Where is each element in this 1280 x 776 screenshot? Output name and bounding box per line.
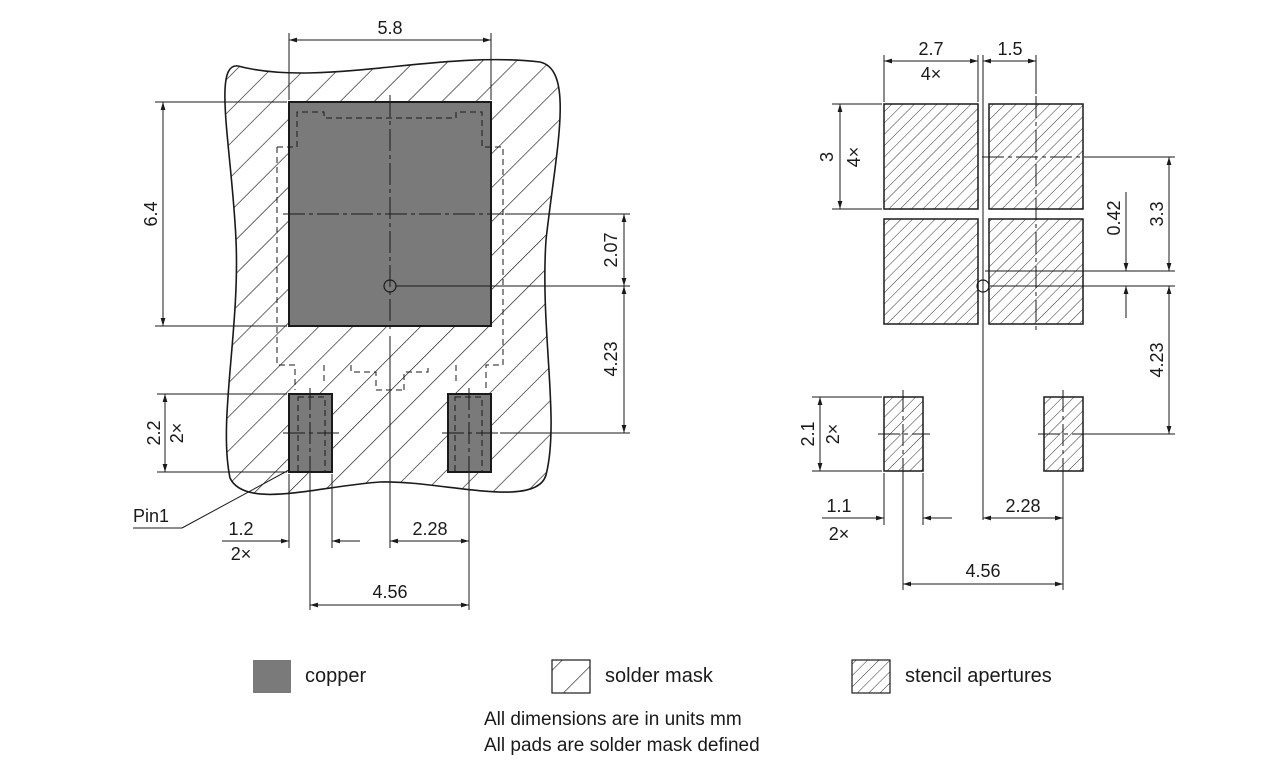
solder-mask-note: All pads are solder mask defined <box>484 735 760 756</box>
pin1-leader <box>133 469 290 529</box>
dim-stencil-pin-pitch: 4.56 <box>965 561 1000 581</box>
dim-stencil-pin-width: 1.1 <box>826 496 851 516</box>
dim-aperture-width-count: 4× <box>921 64 942 84</box>
dim-body-width: 5.8 <box>377 18 402 38</box>
stencil-aperture <box>883 103 979 210</box>
dim-aperture-gap: 0.42 <box>1104 200 1124 235</box>
dim-pin-height: 2.2 <box>144 420 164 445</box>
stencil-center-lines <box>878 96 1090 478</box>
dim-aperture-offset: 1.5 <box>997 39 1022 59</box>
dim-aperture-height: 3 <box>817 152 837 162</box>
center-lines <box>283 95 503 478</box>
legend-stencil-swatch <box>851 659 891 694</box>
pin1-label: Pin1 <box>133 506 169 526</box>
dim-aperture-height-count: 4× <box>844 147 864 168</box>
legend <box>253 659 891 694</box>
legend-copper-label: copper <box>305 665 367 687</box>
dim-pin-width: 1.2 <box>228 519 253 539</box>
dim-stencil-pin-width-count: 2× <box>829 524 850 544</box>
dim-pin-height-count: 2× <box>167 423 187 444</box>
legend-solder-mask-label: solder mask <box>605 665 713 687</box>
stencil-aperture <box>883 218 979 325</box>
dim-stencil-pin-half-pitch: 2.28 <box>1005 496 1040 516</box>
dim-pad-to-center: 2.07 <box>601 232 621 267</box>
dim-stencil-pin-height-count: 2× <box>823 424 843 445</box>
legend-copper-swatch <box>253 660 291 693</box>
footprint-view: 5.8 6.4 2.07 4.23 2.2 2× <box>133 18 630 610</box>
legend-stencil-label: stencil apertures <box>905 665 1052 687</box>
dim-pin-half-pitch: 2.28 <box>412 519 447 539</box>
dim-stencil-center-to-pin: 4.23 <box>1147 342 1167 377</box>
dim-stencil-pin-height: 2.1 <box>798 421 818 446</box>
dim-vertical-offset: 3.3 <box>1147 201 1167 226</box>
dim-pin-pitch: 4.56 <box>372 582 407 602</box>
dim-aperture-width: 2.7 <box>918 39 943 59</box>
legend-solder-mask-swatch <box>551 659 591 694</box>
dim-pin-width-count: 2× <box>231 544 252 564</box>
dim-pad-height: 6.4 <box>141 201 161 226</box>
units-note: All dimensions are in units mm <box>484 709 742 730</box>
dim-center-to-pin: 4.23 <box>601 341 621 376</box>
stencil-view: 2.7 4× 1.5 3 4× 0.42 3.3 4.23 <box>798 39 1175 590</box>
